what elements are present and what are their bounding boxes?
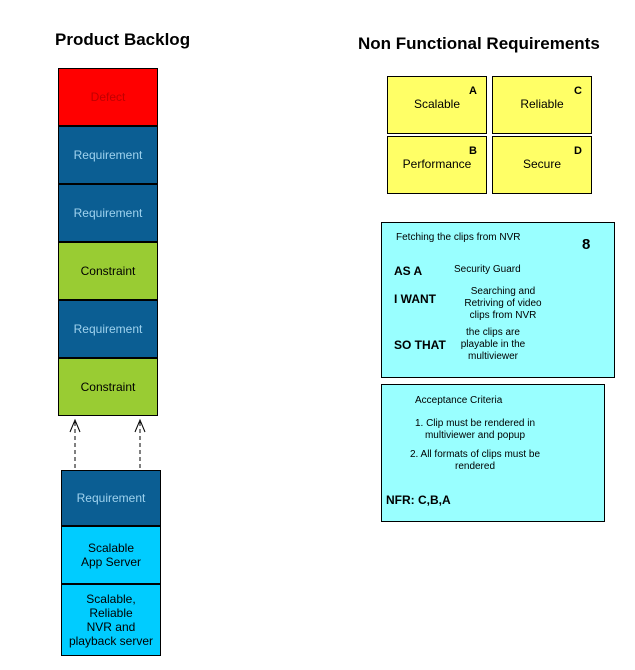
i-want-value: Searching and Retriving of video clips f… [464, 286, 542, 321]
backlog-item-nvr-server: Scalable, Reliable NVR and playback serv… [61, 584, 161, 656]
backlog-item-app-server: Scalable App Server [61, 526, 161, 584]
story-points: 8 [582, 236, 591, 253]
as-a-value: Security Guard [454, 264, 521, 275]
story-title: Fetching the clips from NVR [396, 232, 521, 243]
nfr-reliable: Reliable C [492, 76, 592, 134]
nfr-performance: Performance B [387, 136, 487, 194]
nfr-title: Non Functional Requirements [358, 34, 600, 53]
acceptance-criterion-2: 2. All formats of clips must be rendered [409, 449, 541, 472]
user-story-card: Fetching the clips from NVR 8 AS A Secur… [381, 222, 615, 378]
nfr-label: Secure [522, 157, 562, 171]
nfr-letter: A [469, 85, 477, 97]
nfr-letter: D [574, 145, 582, 157]
arrow-right-head [134, 418, 146, 433]
as-a-label: AS A [394, 264, 423, 278]
nfr-letter: B [469, 145, 477, 157]
backlog-item-requirement-3: Requirement [58, 300, 158, 358]
backlog-item-requirement-bottom: Requirement [61, 470, 161, 526]
nfr-reference: NFR: C,B,A [386, 493, 451, 507]
nfr-secure: Secure D [492, 136, 592, 194]
backlog-item-constraint-1: Constraint [58, 242, 158, 300]
backlog-item-defect: Defect [58, 68, 158, 126]
nfr-label: Reliable [520, 97, 564, 111]
so-that-label: SO THAT [394, 338, 446, 352]
i-want-label: I WANT [394, 292, 436, 306]
arrow-left-head [69, 418, 81, 433]
acceptance-title: Acceptance Criteria [415, 395, 503, 406]
backlog-item-requirement-1: Requirement [58, 126, 158, 184]
backlog-title: Product Backlog [55, 30, 191, 49]
backlog-item-requirement-2: Requirement [58, 184, 158, 242]
acceptance-criterion-1: 1. Clip must be rendered in multiviewer … [414, 418, 536, 441]
nfr-letter: C [574, 85, 582, 97]
nfr-label: Performance [402, 157, 472, 171]
so-that-value: the clips are playable in the multiviewe… [460, 327, 526, 362]
nfr-label: Scalable [413, 97, 461, 111]
backlog-item-constraint-2: Constraint [58, 358, 158, 416]
nfr-scalable: Scalable A [387, 76, 487, 134]
acceptance-criteria-card: Acceptance Criteria 1. Clip must be rend… [381, 384, 605, 522]
